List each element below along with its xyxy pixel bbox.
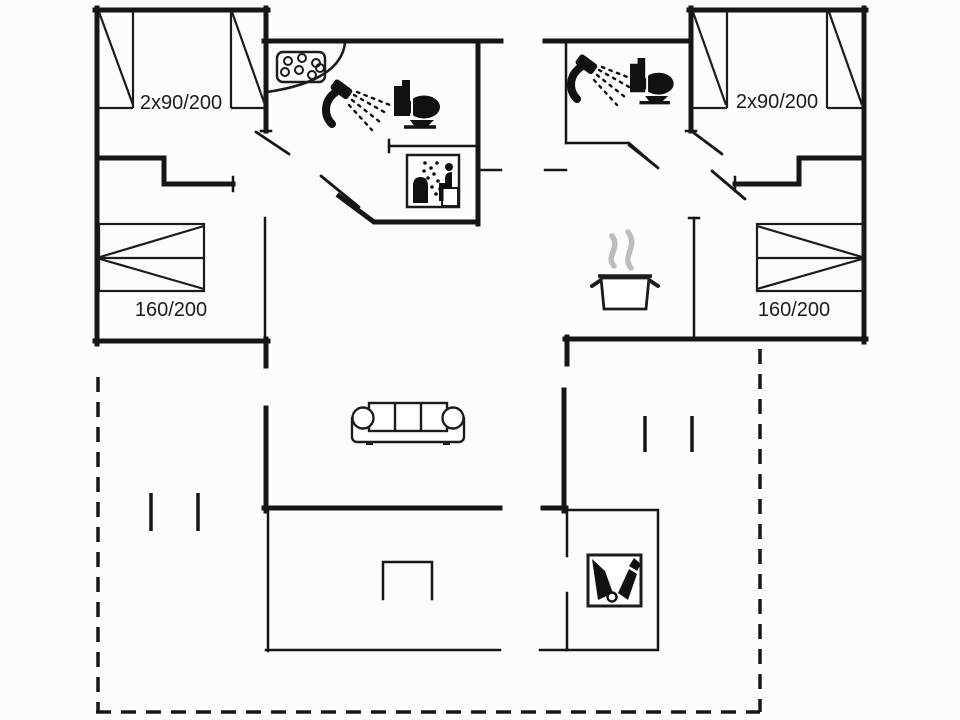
single-bed [825,10,864,110]
double-bed [755,222,865,293]
double-bedroom-right-label: 160/200 [758,299,830,321]
bedroom-right-label: 2x90/200 [736,91,818,113]
toilet-icon [628,56,676,105]
hall-right-zigzag-wall [732,155,867,187]
terrace-outline [96,349,762,714]
single-bed [97,10,135,110]
terrace-door-markers [149,416,694,531]
door-swing-bedroom-right [692,131,724,156]
steam [608,229,635,271]
door-swing-bath-right [627,143,659,169]
bedroom-left-label: 2x90/200 [140,92,222,114]
single-bed [691,10,729,110]
toilet-icon [392,78,442,129]
shower-icon [326,78,390,130]
garden-tools-icon [586,553,643,608]
sofa-icon [350,401,466,445]
door-swing-bedroom-left [254,130,291,156]
door-jamb-ticks [231,129,737,220]
annex-walls [564,508,660,652]
whirlpool-partition-arc [266,42,347,94]
fireplace-opening [381,560,434,601]
sauna-icon [405,153,461,209]
door-swing-hall-right [710,169,747,201]
beds [97,10,865,293]
bath-left-bottom-wall [335,192,481,225]
shower-icon [571,53,635,105]
whirlpool-icon [266,42,347,94]
cooking-pot-icon [590,229,660,311]
double-bed [97,222,206,293]
terrace-boundary [96,349,762,714]
partition-walls [231,41,737,653]
door-swings [254,130,747,209]
terrace-door-marker [149,416,694,531]
bed-size-labels: 2x90/200 2x90/200 160/200 160/200 [135,91,830,321]
single-bed [229,10,267,110]
door-swing-hall-left [319,174,361,209]
walls [92,5,869,514]
double-bedroom-left-label: 160/200 [135,299,207,321]
hall-left-zigzag-wall [94,155,236,187]
